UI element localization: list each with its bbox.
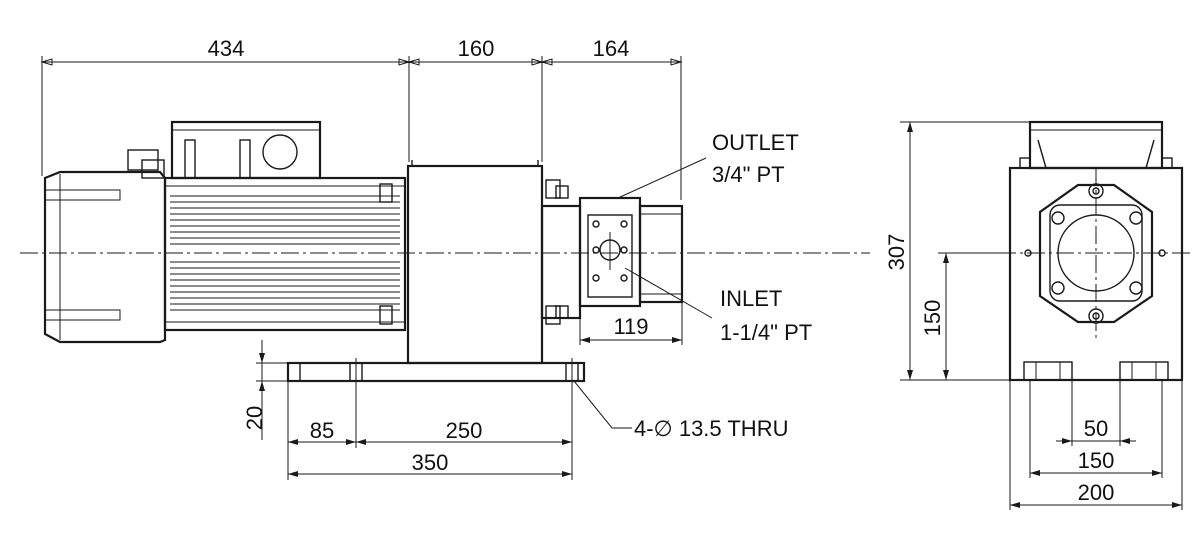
front-base-slots [1023, 361, 1169, 381]
motor-fan-cover [43, 170, 167, 344]
front-pump-flange [1038, 183, 1154, 324]
coupling-bracket [406, 160, 544, 365]
side-view: 434 160 164 119 OUTLET 3/4" PT INLET 1-1… [20, 36, 870, 480]
dim-slot-width: 50 [1084, 416, 1108, 441]
motor-terminal-box [127, 120, 322, 180]
motor-fins-upper [170, 195, 400, 245]
front-width-dimensions: 50 150 200 [1009, 380, 1183, 510]
dim-119-group: 119 [579, 302, 683, 345]
dim-pump-length: 164 [593, 36, 630, 61]
front-terminal-box [1019, 120, 1173, 170]
dim-hole-spacing: 250 [446, 418, 483, 443]
dim-shaft-height: 150 [920, 300, 945, 337]
dim-base-height: 20 [242, 406, 267, 430]
dim-hole-offset: 85 [310, 418, 334, 443]
holes-note: 4-∅ 13.5 THRU [634, 416, 788, 441]
outlet-label: OUTLET [712, 130, 799, 155]
dim-base-width: 200 [1078, 480, 1115, 505]
front-height-dimensions: 307 150 [884, 121, 1030, 381]
dim-pump-offset: 119 [613, 314, 648, 339]
motor-fins-lower [170, 261, 400, 311]
front-view: 307 150 50 150 200 [884, 120, 1190, 510]
side-base [286, 358, 586, 386]
holes-callout: 4-∅ 13.5 THRU [573, 380, 788, 441]
inlet-label: INLET [720, 286, 782, 311]
dim-motor-length: 434 [208, 36, 245, 61]
side-top-dimensions: 434 160 164 [40, 36, 683, 200]
dim-bracket-length: 160 [458, 36, 495, 61]
dim-20-group: 20 [242, 340, 290, 440]
port-callouts: OUTLET 3/4" PT INLET 1-1/4" PT [617, 130, 812, 345]
motor-body [163, 176, 407, 332]
dim-base-length: 350 [412, 450, 449, 475]
outlet-size: 3/4" PT [712, 162, 785, 187]
inlet-size: 1-1/4" PT [720, 320, 812, 345]
gear-pump [540, 179, 684, 325]
dim-front-hole-spacing: 150 [1078, 448, 1115, 473]
front-housing [1008, 166, 1184, 382]
side-bottom-dimensions: 85 250 350 [287, 381, 573, 480]
dim-total-height: 307 [884, 234, 909, 271]
